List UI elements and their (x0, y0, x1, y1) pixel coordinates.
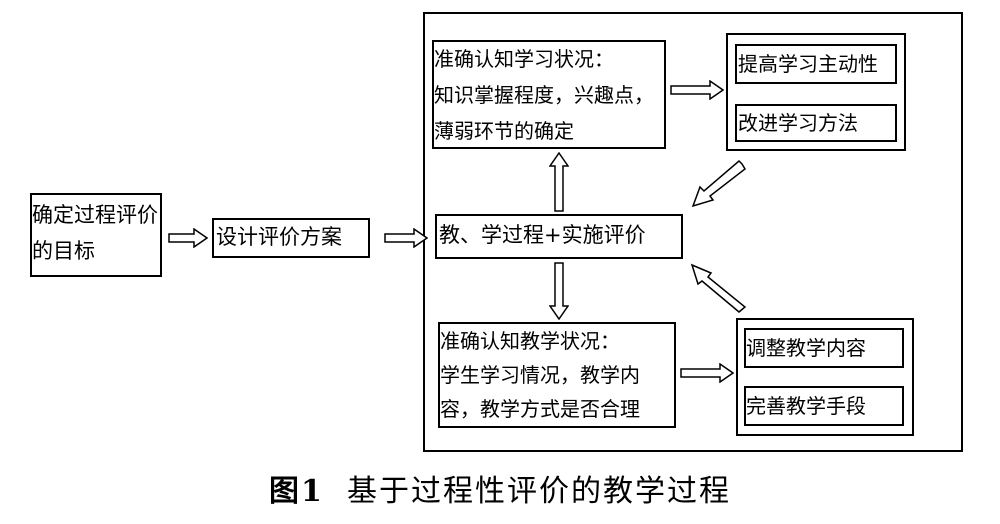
arrow-learning-outcomes-to-process (691, 160, 746, 208)
teaching-outcome-box-1 (744, 328, 904, 368)
figure-title: 基于过程性评价的教学过程 (346, 474, 731, 509)
figure-caption: 图1 基于过程性评价的教学过程 (0, 466, 1000, 510)
goal-text-line2: 的目标 (32, 239, 95, 263)
teaching-outcome-box-2 (744, 386, 904, 426)
learning-status-box (432, 40, 666, 149)
plan-box (212, 218, 370, 258)
arrow-goal-to-plan (168, 228, 208, 248)
arrow-process-to-learning-status (549, 152, 569, 212)
arrow-teaching-status-to-outcomes (680, 363, 734, 383)
learning-outcome-box-2 (735, 104, 897, 142)
figure-number: 图1 (269, 474, 324, 509)
learning-outcomes-frame (726, 33, 906, 151)
teaching-outcomes-frame (736, 318, 914, 436)
learning-outcome-2: 改进学习方法 (738, 111, 858, 135)
process-text: 教、学过程+实施评价 (439, 223, 646, 247)
arrow-teaching-outcomes-to-process (690, 263, 746, 313)
teaching-outcome-2: 完善教学手段 (746, 394, 866, 418)
teaching-status-line1: 准确认知教学状况： (440, 329, 620, 353)
arrow-process-to-teaching-status (549, 262, 569, 320)
teaching-status-box (438, 322, 676, 428)
plan-text: 设计评价方案 (216, 225, 342, 249)
teaching-status-line2: 学生学习情况，教学内 (440, 363, 640, 387)
teaching-status-line3: 容，教学方式是否合理 (440, 397, 640, 421)
learning-outcome-1: 提高学习主动性 (738, 52, 878, 76)
learning-outcome-box-1 (735, 44, 897, 84)
evaluation-loop-frame (423, 12, 963, 452)
learning-status-line3: 薄弱环节的确定 (434, 119, 574, 143)
arrow-learning-status-to-outcomes (670, 80, 724, 100)
arrow-plan-to-process (384, 228, 428, 248)
teaching-outcome-1: 调整教学内容 (746, 336, 866, 360)
learning-status-line2: 知识掌握程度，兴趣点， (434, 83, 654, 107)
learning-status-line1: 准确认知学习状况： (434, 47, 614, 71)
goal-box (30, 193, 162, 277)
process-box (435, 214, 683, 259)
goal-text-line1: 确定过程评价 (32, 203, 158, 227)
